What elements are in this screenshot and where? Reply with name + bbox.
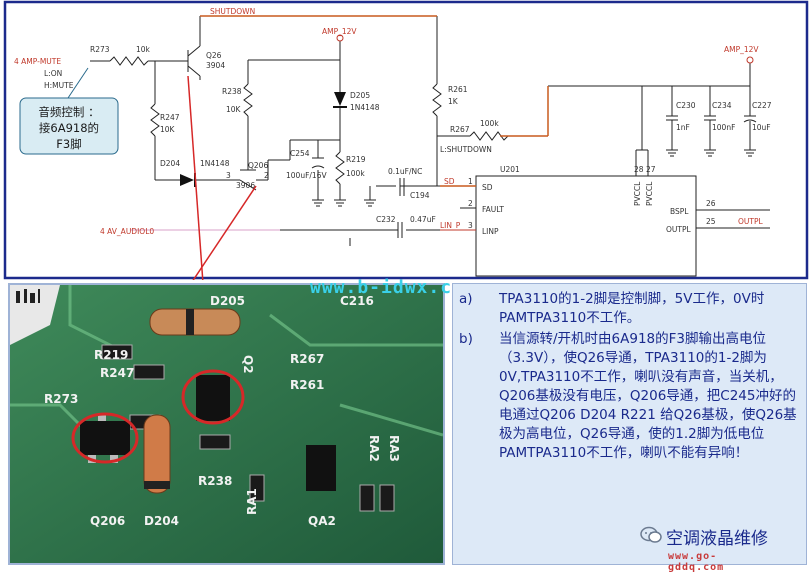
label-r267: R267	[450, 125, 470, 134]
pin-num-26: 26	[706, 199, 716, 208]
pcb-q26	[181, 369, 245, 425]
pin-linp: LINP	[482, 227, 499, 236]
explanation-item-b: b) 当信源转/开机时由6A918的F3脚输出高电位（3.3V），使Q26导通，…	[459, 330, 798, 463]
label-q206-part: 3906	[236, 181, 255, 190]
label-u201: U201	[500, 165, 520, 174]
pcb-label-d204: D204	[144, 514, 179, 528]
callout-line1: 音频控制 ：	[38, 105, 99, 119]
pcb-label-qa2: QA2	[308, 514, 336, 528]
pin-fault: FAULT	[482, 205, 504, 214]
callout-line3: F3脚	[56, 137, 81, 151]
label-d205: D205	[350, 91, 370, 100]
pcb-label-ra3: RA3	[387, 435, 401, 462]
circuit-schematic: 音频控制 ： 接6A918的 F3脚 SHUTDOWN 4 AMP-MUTE L…	[3, 0, 809, 280]
pin-num-3: 3	[468, 221, 473, 230]
callout-line2: 接6A918的	[39, 121, 99, 135]
pcb-q206	[71, 412, 139, 464]
label-pin3: 3	[226, 171, 231, 180]
pin-outpl: OUTPL	[666, 225, 691, 234]
label-r247-val: 10K	[160, 125, 176, 134]
label-d204-part: 1N4148	[200, 159, 230, 168]
pin-sd: SD	[482, 183, 493, 192]
label-c254: C254	[290, 149, 310, 158]
label-d205-part: 1N4148	[350, 103, 380, 112]
net-amp-mute: 4 AMP-MUTE	[14, 57, 61, 66]
pcb-d204	[143, 414, 171, 494]
label-q26-part: 3904	[206, 61, 225, 70]
label-c194: C194	[410, 191, 430, 200]
label-c232-val: 0.47uF	[410, 215, 436, 224]
label-pin2: 2	[264, 171, 269, 180]
pin-num-2: 2	[468, 199, 473, 208]
pcb-d205	[149, 308, 241, 336]
label-amp12-left: AMP_12V	[322, 27, 357, 36]
label-r219-val: 100k	[346, 169, 365, 178]
pcb-label-r238: R238	[198, 474, 232, 488]
pin-num-1: 1	[468, 177, 473, 186]
item-b-marker: b)	[459, 331, 473, 347]
label-q206: Q206	[248, 161, 268, 170]
label-c227: C227	[752, 101, 772, 110]
pcb-label-q206: Q206	[90, 514, 125, 528]
pcb-label-c216: C216	[340, 294, 374, 308]
label-r247: R247	[160, 113, 180, 122]
wechat-icon	[640, 526, 662, 543]
net-lin-p: LIN_P	[440, 221, 461, 230]
pin-bspl: BSPL	[670, 207, 689, 216]
label-amp12-right: AMP_12V	[724, 45, 759, 54]
pcb-label-r273: R273	[44, 392, 78, 406]
label-r261: R261	[448, 85, 468, 94]
label-l-on: L:ON	[44, 69, 62, 78]
label-c230-val: 1nF	[676, 123, 690, 132]
pcb-label-q26: Q2	[241, 355, 255, 374]
label-r238-val: 10K	[226, 105, 242, 114]
brand-name: 空调液晶维修	[666, 529, 768, 549]
pin-pvccl-2: PVCCL	[645, 181, 654, 206]
label-r267-val: 100k	[480, 119, 499, 128]
label-h-mute: H:MUTE	[44, 81, 74, 90]
pcb-label-r219: R219	[94, 348, 128, 362]
explanation-panel: a) TPA3110的1-2脚是控制脚，5V工作，0V时PAMTPA3110不工…	[452, 283, 807, 565]
explanation-item-a: a) TPA3110的1-2脚是控制脚，5V工作，0V时PAMTPA3110不工…	[459, 290, 798, 328]
pin-num-28: 28	[634, 165, 644, 174]
label-c232: C232	[376, 215, 396, 224]
label-c194-val: 0.1uF/NC	[388, 167, 422, 176]
label-c230: C230	[676, 101, 696, 110]
label-c234-val: 100nF	[712, 123, 735, 132]
brand-url: www.go-gddq.com	[668, 551, 725, 573]
label-r238: R238	[222, 87, 242, 96]
item-a-marker: a)	[459, 291, 473, 307]
label-r273: R273	[90, 45, 110, 54]
label-q26: Q26	[206, 51, 222, 60]
label-c254-val: 100uF/16V	[286, 171, 327, 180]
label-l-shutdown: L:SHUTDOWN	[440, 145, 492, 154]
pcb-photo: R219 R247 R273 Q206 D204 D205 C216 R267 …	[8, 283, 445, 565]
pcb-label-r261: R261	[290, 378, 324, 392]
label-c234: C234	[712, 101, 732, 110]
pin-num-27: 27	[646, 165, 656, 174]
pcb-label-d205: D205	[210, 294, 245, 308]
net-sd: SD	[444, 177, 455, 186]
net-outpl: OUTPL	[738, 217, 763, 226]
net-av-audio: 4 AV_AUDIOL0	[100, 227, 154, 236]
net-shutdown-top: SHUTDOWN	[210, 7, 255, 16]
site-watermark: www.b-idwx.com	[310, 277, 476, 298]
label-c227-val: 10uF	[752, 123, 771, 132]
pcb-label-ra2: RA2	[367, 435, 381, 462]
pin-pvccl-1: PVCCL	[633, 181, 642, 206]
pin-num-25: 25	[706, 217, 716, 226]
label-r219: R219	[346, 155, 366, 164]
pcb-label-r247: R247	[100, 366, 134, 380]
pcb-label-ra1: RA1	[245, 488, 259, 515]
item-b-text: 当信源转/开机时由6A918的F3脚输出高电位（3.3V），使Q26导通，TPA…	[499, 331, 797, 461]
item-a-text: TPA3110的1-2脚是控制脚，5V工作，0V时PAMTPA3110不工作。	[499, 291, 765, 326]
label-r273-val: 10k	[136, 45, 151, 54]
pcb-label-r267: R267	[290, 352, 324, 366]
label-d204: D204	[160, 159, 180, 168]
label-r261-val: 1K	[448, 97, 459, 106]
